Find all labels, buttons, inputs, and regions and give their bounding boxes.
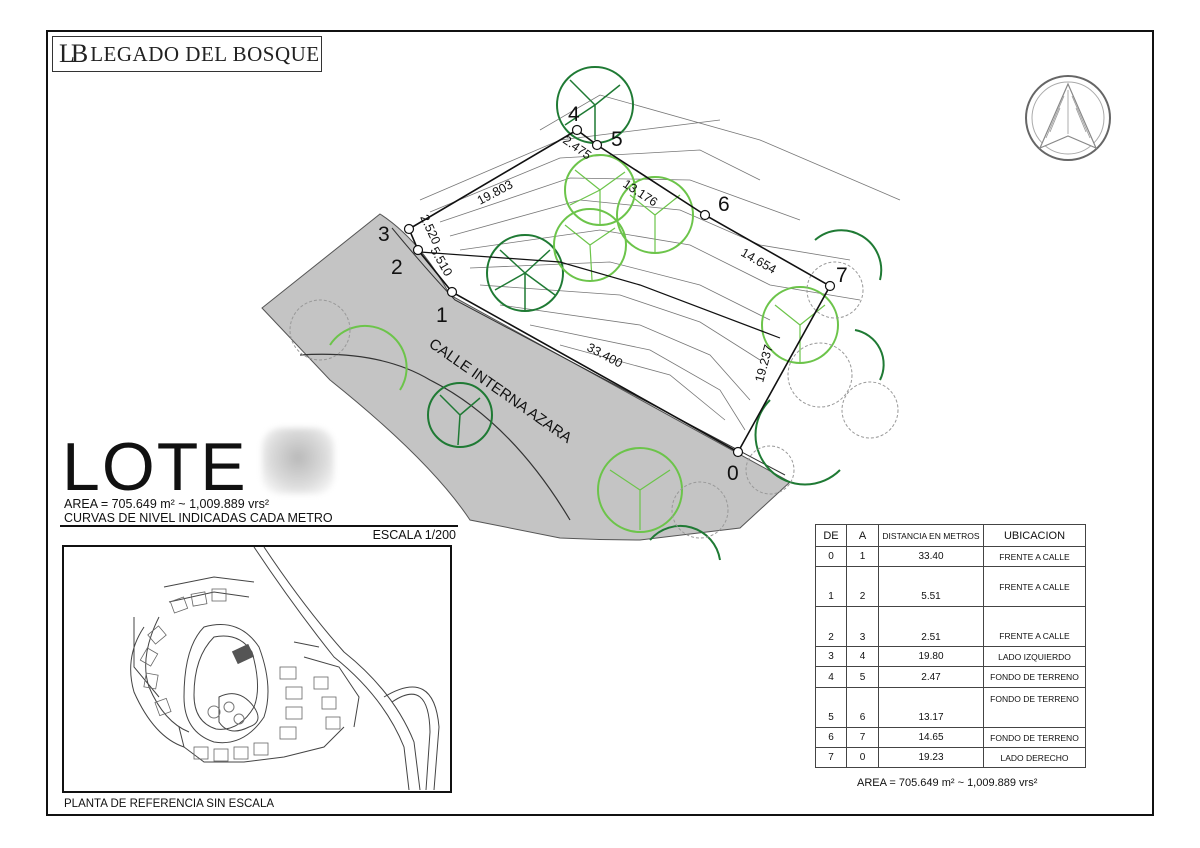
vertex-markers xyxy=(403,124,836,458)
distance-table: DE A DISTANCIA EN METROS UBICACION 0 1 3… xyxy=(815,524,1086,768)
table-row: 6 7 14.65 FONDO DE TERRENO xyxy=(815,727,1086,748)
cell-a: 4 xyxy=(846,646,879,667)
cell-a: 6 xyxy=(846,687,879,728)
edge-label-7-0: 19.237 xyxy=(752,343,775,384)
table-row: 5 6 13.17 FONDO DE TERRENO xyxy=(815,687,1086,728)
brand-name: LEGADO DEL BOSQUE xyxy=(90,41,320,66)
cell-distance: 14.65 xyxy=(878,727,984,748)
cell-location: FRENTE A CALLE xyxy=(983,566,1086,607)
shrubs xyxy=(289,261,899,539)
cell-de: 5 xyxy=(815,687,847,728)
tree-dark-4 xyxy=(754,399,841,486)
tree-dark-5 xyxy=(814,229,883,281)
lot-title: LOTE xyxy=(62,429,248,505)
cell-distance: 33.40 xyxy=(878,546,984,567)
interior-line xyxy=(419,251,781,339)
drawing-frame xyxy=(46,30,1154,816)
edge-label-0-1: 33.400 xyxy=(585,340,625,370)
cell-de: 7 xyxy=(815,747,847,768)
vertex-label-0: 0 xyxy=(727,462,739,485)
tree-dark-3 xyxy=(427,382,493,448)
vertex-label-4: 4 xyxy=(568,103,580,126)
brand-logo: LB LEGADO DEL BOSQUE xyxy=(52,36,322,72)
tree-light-3 xyxy=(553,208,627,282)
tree-light-6 xyxy=(329,324,408,391)
tree-light-4 xyxy=(761,286,839,364)
vertex-label-6: 6 xyxy=(718,193,730,216)
column-header-location: UBICACION xyxy=(983,524,1086,547)
table-row: 3 4 19.80 LADO IZQUIERDO xyxy=(815,646,1086,667)
cell-a: 0 xyxy=(846,747,879,768)
road-edge xyxy=(299,353,571,521)
trees-dark xyxy=(427,66,885,561)
tree-dark-7 xyxy=(854,329,885,381)
vertex-label-1: 1 xyxy=(436,304,448,327)
brand-monogram: LB xyxy=(59,39,88,68)
table-row: 0 1 33.40 FRENTE A CALLE xyxy=(815,546,1086,567)
table-row: 1 2 5.51 FRENTE A CALLE xyxy=(815,566,1086,607)
cell-a: 5 xyxy=(846,666,879,688)
table-header-row: DE A DISTANCIA EN METROS UBICACION xyxy=(815,524,1086,547)
cell-de: 6 xyxy=(815,727,847,748)
cell-a: 1 xyxy=(846,546,879,567)
cell-location: LADO DERECHO xyxy=(983,747,1086,768)
tree-dark-6 xyxy=(649,524,721,561)
cell-location: LADO IZQUIERDO xyxy=(983,646,1086,667)
contour-note: CURVAS DE NIVEL INDICADAS CADA METRO xyxy=(64,511,333,525)
cell-a: 7 xyxy=(846,727,879,748)
cell-de: 1 xyxy=(815,566,847,607)
divider-line xyxy=(60,525,458,527)
cell-distance: 2.47 xyxy=(878,666,984,688)
cell-de: 0 xyxy=(815,546,847,567)
reference-plan-frame xyxy=(62,545,452,793)
cell-de: 4 xyxy=(815,666,847,688)
contour-lines xyxy=(419,94,901,431)
cell-a: 2 xyxy=(846,566,879,607)
reference-plan-map xyxy=(130,546,440,791)
cell-de: 3 xyxy=(815,646,847,667)
cell-distance: 5.51 xyxy=(878,566,984,607)
vertex-label-5: 5 xyxy=(611,128,623,151)
edge-label-2-3: 2.520 xyxy=(417,212,443,246)
selected-lot-marker xyxy=(231,643,255,665)
tree-light-2 xyxy=(616,176,694,254)
column-header-de: DE xyxy=(815,524,847,547)
north-arrow-icon xyxy=(1025,75,1111,161)
cell-de: 2 xyxy=(815,606,847,647)
tree-dark-1 xyxy=(486,234,564,312)
road-centerline xyxy=(391,227,786,476)
cell-distance: 19.80 xyxy=(878,646,984,667)
vertex-label-3: 3 xyxy=(378,223,390,246)
trees-light xyxy=(329,154,839,533)
cell-distance: 19.23 xyxy=(878,747,984,768)
cell-distance: 13.17 xyxy=(878,687,984,728)
cell-location: FRENTE A CALLE xyxy=(983,546,1086,567)
vertex-label-2: 2 xyxy=(391,256,403,279)
table-area-note: AREA = 705.649 m² ~ 1,009.889 vrs² xyxy=(857,777,1038,789)
tree-light-5 xyxy=(597,447,683,533)
cell-location: FONDO DE TERRENO xyxy=(983,727,1086,748)
redacted-lot-number xyxy=(262,428,334,494)
table-row: 2 3 2.51 FRENTE A CALLE xyxy=(815,606,1086,647)
cell-location: FONDO DE TERRENO xyxy=(983,666,1086,688)
tree-light-1 xyxy=(564,154,636,226)
column-header-a: A xyxy=(846,524,879,547)
road xyxy=(261,213,791,541)
vertex-label-7: 7 xyxy=(836,264,848,287)
table-row: 4 5 2.47 FONDO DE TERRENO xyxy=(815,666,1086,688)
table-row: 7 0 19.23 LADO DERECHO xyxy=(815,747,1086,768)
reference-caption: PLANTA DE REFERENCIA SIN ESCALA xyxy=(64,798,275,810)
cell-location: FONDO DE TERRENO xyxy=(983,687,1086,728)
lot-area: AREA = 705.649 m² ~ 1,009.889 vrs² xyxy=(64,497,269,511)
cell-distance: 2.51 xyxy=(878,606,984,647)
cell-a: 3 xyxy=(846,606,879,647)
cell-location: FRENTE A CALLE xyxy=(983,606,1086,647)
column-header-distance: DISTANCIA EN METROS xyxy=(878,524,984,547)
scale-label: ESCALA 1/200 xyxy=(372,528,456,542)
